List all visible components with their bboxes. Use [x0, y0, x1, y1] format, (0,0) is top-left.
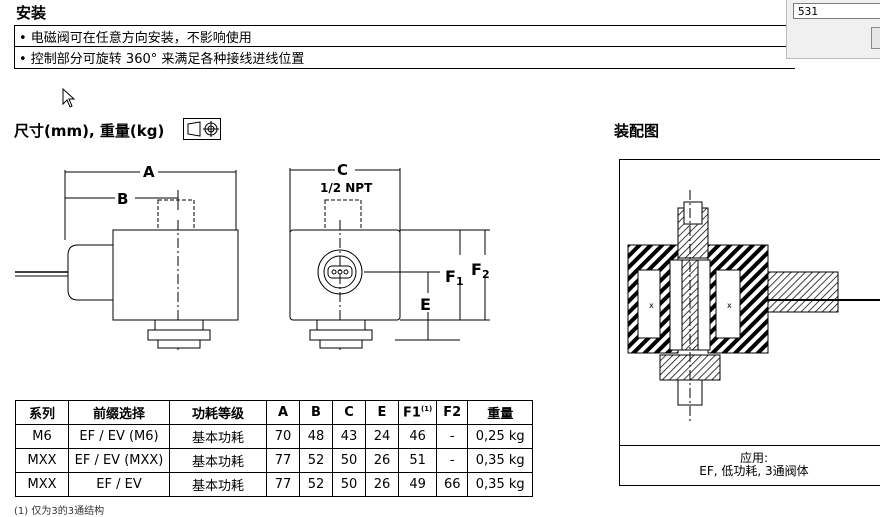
cell: 基本功耗 — [169, 424, 267, 449]
dimensions-title: 尺寸(mm), 重量(kg) — [14, 122, 165, 140]
cell: 43 — [332, 424, 366, 449]
cell: - — [436, 424, 469, 449]
cell: - — [436, 448, 469, 473]
dim-c-label: C — [337, 161, 348, 179]
note-item: • 控制部分可旋转 360° 来满足各种接线进线位置 — [19, 52, 305, 67]
find-button[interactable] — [871, 27, 880, 49]
cell: M6 — [15, 424, 69, 449]
assembly-divider — [620, 445, 880, 446]
cell: 77 — [266, 472, 300, 497]
notes-divider — [15, 46, 795, 47]
svg-text:x: x — [727, 301, 732, 310]
cell: 0,35 kg — [467, 448, 534, 473]
npt-label: 1/2 NPT — [320, 181, 373, 195]
dim-a-label: A — [143, 163, 155, 181]
col-header: 系列 — [15, 400, 69, 425]
cell: 51 — [397, 448, 438, 473]
col-header: E — [365, 400, 399, 425]
section-title: 安装 — [16, 4, 47, 22]
footnote-marker: (1) — [420, 404, 433, 413]
assembly-drawing-box: x x 应用: EF, 低功耗, 3通阀体 — [619, 159, 880, 486]
cell: EF / EV — [68, 472, 170, 497]
cell: 70 — [266, 424, 300, 449]
col-header: B — [299, 400, 333, 425]
assembly-caption-line: EF, 低功耗, 3通阀体 — [699, 464, 809, 478]
cell: 52 — [299, 448, 333, 473]
table-row: M6 EF / EV (M6) 基本功耗 70 48 43 24 46 - 0,… — [15, 424, 534, 449]
table-row: MXX EF / EV (MXX) 基本功耗 77 52 50 26 51 - … — [15, 448, 534, 473]
note-item: • 电磁阀可在任意方向安装，不影响使用 — [19, 31, 252, 46]
projection-symbol-icon — [183, 118, 221, 140]
dim-f1-label: F1 — [445, 267, 464, 288]
cell: 26 — [365, 448, 399, 473]
cell: 50 — [332, 472, 366, 497]
cell: MXX — [15, 472, 69, 497]
spec-table: 系列 前缀选择 功耗等级 A B C E F1(1) F2 重量 M6 EF /… — [15, 400, 534, 497]
cell: EF / EV (MXX) — [68, 448, 170, 473]
col-header: F2 — [436, 400, 469, 425]
side-view-drawing: A B — [15, 163, 239, 350]
notes-box: • 电磁阀可在任意方向安装，不影响使用 • 控制部分可旋转 360° 来满足各种… — [14, 25, 795, 69]
assembly-caption: 应用: EF, 低功耗, 3通阀体 — [620, 452, 880, 478]
find-popup: 531 — [786, 0, 880, 59]
mouse-cursor-icon — [62, 88, 76, 108]
table-row: MXX EF / EV 基本功耗 77 52 50 26 49 66 0,35 … — [15, 472, 534, 497]
assembly-caption-line: 应用: — [739, 451, 769, 465]
cell: 48 — [299, 424, 333, 449]
dim-f2-label: F2 — [471, 260, 490, 281]
col-header: 功耗等级 — [169, 400, 267, 425]
cell: EF / EV (M6) — [68, 424, 170, 449]
cell: 50 — [332, 448, 366, 473]
cell: 52 — [299, 472, 333, 497]
cell: 77 — [266, 448, 300, 473]
assembly-title: 装配图 — [614, 122, 660, 140]
cell: 49 — [397, 472, 438, 497]
cell: 26 — [365, 472, 399, 497]
col-header: 重量 — [467, 400, 534, 425]
cell: 24 — [365, 424, 399, 449]
col-header: C — [332, 400, 366, 425]
cell: MXX — [15, 448, 69, 473]
dim-e-label: E — [420, 295, 431, 314]
cell: 46 — [397, 424, 438, 449]
dim-b-label: B — [117, 190, 128, 208]
cell: 基本功耗 — [169, 448, 267, 473]
assembly-drawing: x x — [627, 190, 880, 422]
cell: 66 — [436, 472, 469, 497]
table-header-row: 系列 前缀选择 功耗等级 A B C E F1(1) F2 重量 — [15, 400, 534, 425]
col-header: F1(1) — [397, 400, 438, 425]
f1-header: F1 — [403, 405, 421, 421]
col-header: 前缀选择 — [68, 400, 170, 425]
cell: 0,35 kg — [467, 472, 534, 497]
cell: 0,25 kg — [467, 424, 534, 449]
front-view-drawing: C 1/2 NPT E F1 F2 — [289, 161, 490, 350]
col-header: A — [266, 400, 300, 425]
find-input[interactable]: 531 — [793, 3, 880, 19]
cell: 基本功耗 — [169, 472, 267, 497]
svg-text:x: x — [649, 301, 654, 310]
